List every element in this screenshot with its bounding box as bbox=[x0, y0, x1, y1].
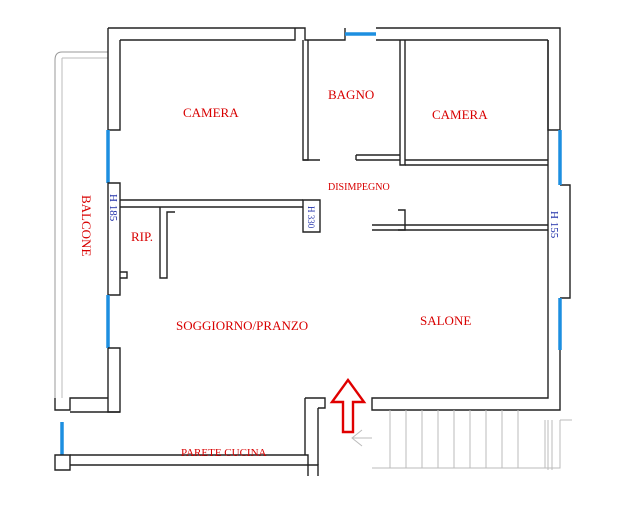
label-height-mid: H 330 bbox=[306, 206, 316, 229]
interior-walls bbox=[120, 40, 548, 279]
outer-walls bbox=[54, 27, 571, 476]
label-parete-cucina: PARETE CUCINA bbox=[181, 447, 267, 459]
balcony-outline bbox=[54, 51, 108, 398]
label-disimpegno: DISIMPEGNO bbox=[328, 182, 390, 193]
label-rip: RIP. bbox=[131, 229, 153, 244]
label-height-right: H 155 bbox=[548, 211, 560, 239]
label-camera-left: CAMERA bbox=[183, 105, 239, 120]
label-bagno: BAGNO bbox=[328, 87, 374, 102]
label-balcone: BALCONE bbox=[79, 195, 94, 256]
label-camera-right: CAMERA bbox=[432, 107, 488, 122]
label-height-left: H 185 bbox=[107, 194, 119, 222]
entrance-arrow-icon bbox=[329, 377, 367, 434]
label-soggiorno: SOGGIORNO/PRANZO bbox=[176, 318, 308, 333]
stairs bbox=[351, 410, 572, 470]
label-salone: SALONE bbox=[420, 313, 471, 328]
